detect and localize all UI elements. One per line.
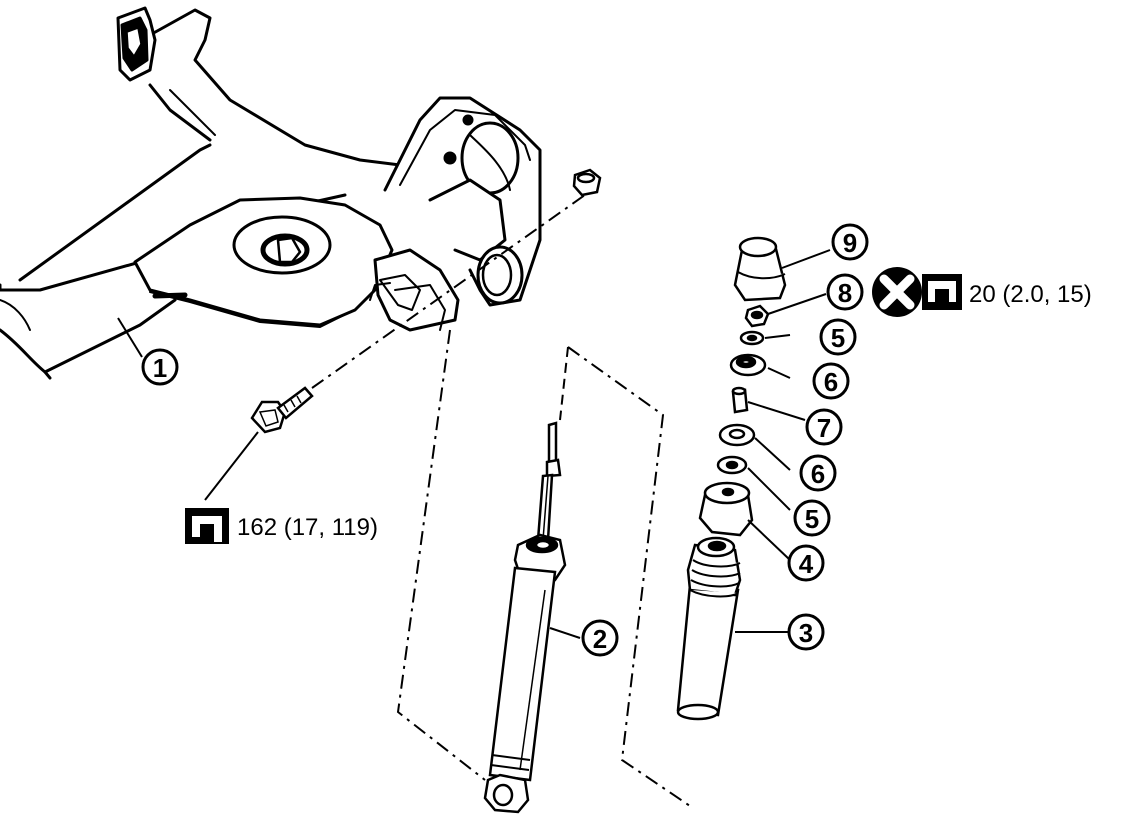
- callout-6-lower: 6: [799, 454, 837, 492]
- shock-guide-line: [396, 329, 691, 807]
- callout-leaders: [117, 249, 831, 639]
- callout-5-upper: 5: [819, 318, 857, 356]
- svg-text:5: 5: [805, 504, 819, 534]
- callout-4: 4: [787, 544, 825, 582]
- bushing-lower: [718, 423, 756, 447]
- axis-nut: [572, 168, 602, 197]
- self-lock-nut: [744, 304, 770, 328]
- svg-text:3: 3: [799, 618, 813, 648]
- torque-wrench-icon: [185, 508, 229, 544]
- svg-text:2: 2: [593, 624, 607, 654]
- callout-7: 7: [805, 408, 843, 446]
- distance-collar: [731, 386, 749, 414]
- bolt-leader-line: [204, 431, 259, 501]
- washer-lower: [716, 455, 748, 475]
- do-not-reuse-icon: [872, 267, 922, 317]
- callout-3: 3: [787, 613, 825, 651]
- shock-absorber: [483, 421, 567, 814]
- svg-text:5: 5: [831, 323, 845, 353]
- suspension-member: [0, 6, 542, 380]
- svg-text:6: 6: [824, 367, 838, 397]
- callout-5-lower: 5: [793, 499, 831, 537]
- svg-text:4: 4: [799, 549, 814, 579]
- svg-text:8: 8: [838, 278, 852, 308]
- dust-boot: [676, 536, 742, 721]
- mounting-bolt: [250, 386, 314, 434]
- nut-torque-spec: 20 (2.0, 15): [969, 281, 1092, 308]
- torque-wrench-icon-2: [922, 274, 962, 310]
- svg-text:1: 1: [153, 353, 167, 383]
- bushing-upper: [729, 353, 767, 377]
- svg-text:7: 7: [817, 413, 831, 443]
- callout-1: 1: [141, 348, 179, 386]
- shock-guide-line-top: [559, 346, 569, 421]
- callout-9: 9: [831, 223, 869, 261]
- shock-cap: [733, 236, 787, 302]
- callout-2: 2: [581, 619, 619, 657]
- svg-text:9: 9: [843, 228, 857, 258]
- bolt-torque-spec: 162 (17, 119): [237, 514, 378, 541]
- callout-6-upper: 6: [812, 362, 850, 400]
- svg-text:6: 6: [811, 459, 825, 489]
- washer-upper: [739, 330, 765, 346]
- callout-8: 8: [826, 273, 864, 311]
- bound-bumper: [698, 481, 754, 537]
